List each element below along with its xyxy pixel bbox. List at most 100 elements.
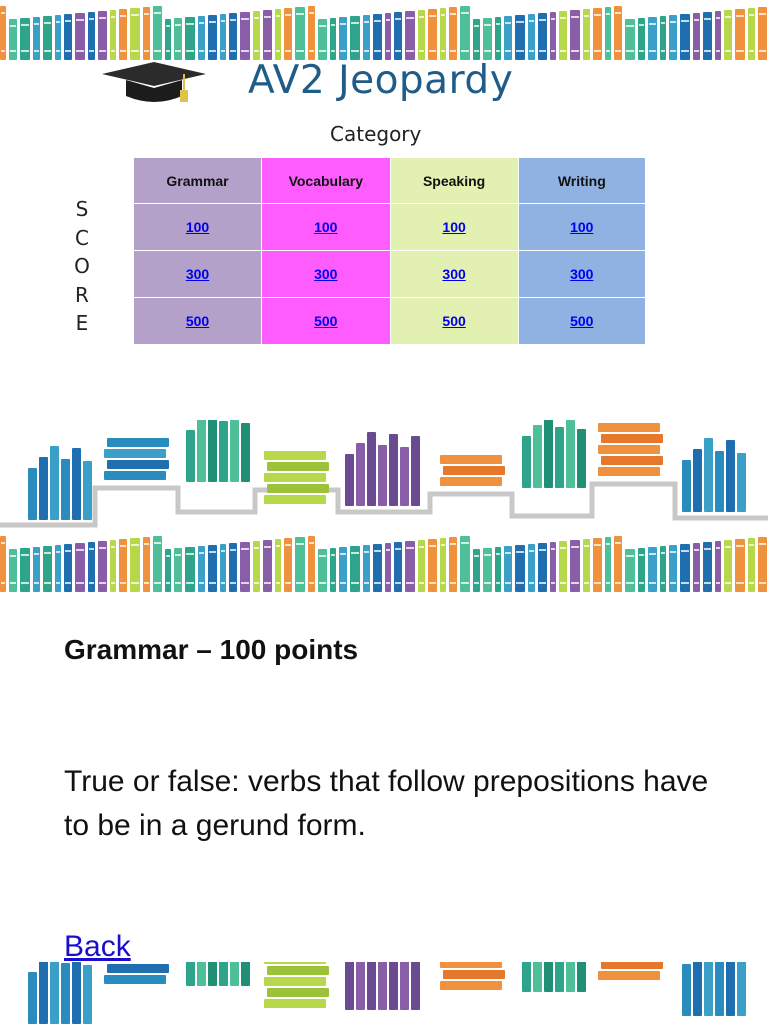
book-spine xyxy=(440,477,502,486)
book-spine xyxy=(107,460,169,469)
book-spine xyxy=(219,925,228,986)
book-spine xyxy=(473,19,480,60)
book-spine xyxy=(715,11,721,60)
bookshelf-illustration xyxy=(0,420,768,530)
book-spine xyxy=(394,12,402,60)
book-spine xyxy=(544,420,553,488)
book-spine xyxy=(704,438,713,512)
category-label: Category xyxy=(330,122,422,146)
category-vocabulary: Vocabulary xyxy=(261,157,391,204)
score-letter: S xyxy=(75,197,89,221)
board-cell: 100 xyxy=(389,203,519,251)
book-spine xyxy=(185,547,195,592)
book-spine xyxy=(98,541,107,592)
book-strip-middle xyxy=(0,530,768,592)
book-spine xyxy=(495,17,501,60)
points-row: 300 300 300 300 xyxy=(132,250,647,298)
book-spine xyxy=(418,540,425,592)
book-spine xyxy=(240,12,250,60)
book-spine xyxy=(440,455,502,464)
book-spine xyxy=(275,539,281,592)
points-row: 500 500 500 500 xyxy=(132,297,647,345)
book-spine xyxy=(605,537,611,592)
book-spine xyxy=(449,7,457,60)
book-spine xyxy=(473,549,480,592)
category-writing: Writing xyxy=(517,157,647,204)
board-cell: 500 xyxy=(261,297,391,345)
book-spine xyxy=(229,543,237,592)
board-cell: 300 xyxy=(517,250,647,298)
book-spine xyxy=(389,938,398,1010)
writing-500-link[interactable]: 500 xyxy=(570,313,594,329)
vocabulary-500-link[interactable]: 500 xyxy=(314,313,338,329)
book-spine xyxy=(428,9,437,60)
book-spine xyxy=(704,942,713,1016)
book-spine xyxy=(208,545,217,592)
book-spine xyxy=(356,947,365,1010)
book-spine xyxy=(107,964,169,973)
book-spine xyxy=(515,15,525,60)
book-spine xyxy=(339,17,347,60)
book-spine xyxy=(601,434,663,443)
book-spine xyxy=(693,449,702,512)
book-spine xyxy=(385,13,391,60)
book-spine xyxy=(28,972,37,1024)
page-title: AV2 Jeopardy xyxy=(248,58,514,103)
book-spine xyxy=(185,17,195,60)
book-spine xyxy=(308,6,315,60)
book-spine xyxy=(669,545,677,592)
grammar-100-link[interactable]: 100 xyxy=(185,219,210,235)
score-letter: C xyxy=(75,225,89,250)
speaking-100-link[interactable]: 100 xyxy=(442,219,466,235)
book-spine xyxy=(460,6,470,60)
book-spine xyxy=(638,18,645,60)
book-spine xyxy=(601,960,663,969)
book-spine xyxy=(64,544,72,592)
book-spine xyxy=(143,537,150,592)
question-text: True or false: verbs that follow preposi… xyxy=(64,765,709,842)
book-spine xyxy=(253,11,260,60)
jeopardy-board-slide: AV2 Jeopardy Category S C O R E Grammar … xyxy=(0,0,768,420)
vocabulary-100-link[interactable]: 100 xyxy=(314,219,338,235)
book-spine xyxy=(72,952,81,1024)
book-spine xyxy=(75,13,85,60)
book-spine xyxy=(0,6,6,60)
book-spine xyxy=(737,957,746,1016)
writing-300-link[interactable]: 300 xyxy=(570,266,594,282)
grammar-500-link[interactable]: 500 xyxy=(185,313,210,329)
book-spine xyxy=(88,12,95,60)
book-spine xyxy=(50,446,59,520)
back-link[interactable]: Back xyxy=(64,930,131,963)
writing-100-link[interactable]: 100 xyxy=(570,219,594,235)
book-spine xyxy=(598,971,660,980)
book-spine xyxy=(98,11,107,60)
grammar-300-link[interactable]: 300 xyxy=(185,266,210,282)
board-cell: 100 xyxy=(132,203,263,251)
book-spine xyxy=(264,999,326,1008)
board-cell: 100 xyxy=(517,203,647,251)
score-letter: E xyxy=(75,311,89,335)
book-spine xyxy=(75,543,85,592)
book-spine xyxy=(483,18,492,60)
book-spine xyxy=(682,964,691,1016)
book-spine xyxy=(33,547,40,592)
book-spine xyxy=(601,456,663,465)
book-spine xyxy=(614,536,622,592)
book-spine xyxy=(693,953,702,1016)
speaking-300-link[interactable]: 300 xyxy=(442,266,466,282)
book-spine xyxy=(550,12,556,60)
board-cell: 500 xyxy=(132,297,263,345)
book-spine xyxy=(72,448,81,520)
book-spine xyxy=(483,548,492,592)
book-spine xyxy=(724,10,732,60)
speaking-500-link[interactable]: 500 xyxy=(442,313,466,329)
book-spine xyxy=(165,19,171,60)
book-spine xyxy=(460,536,470,592)
vocabulary-300-link[interactable]: 300 xyxy=(314,266,338,282)
book-spine xyxy=(20,548,30,592)
book-spine xyxy=(174,18,182,60)
category-header-row: Grammar Vocabulary Speaking Writing xyxy=(132,157,647,204)
book-spine xyxy=(295,537,305,592)
book-spine xyxy=(443,970,505,979)
book-spine xyxy=(544,918,553,992)
